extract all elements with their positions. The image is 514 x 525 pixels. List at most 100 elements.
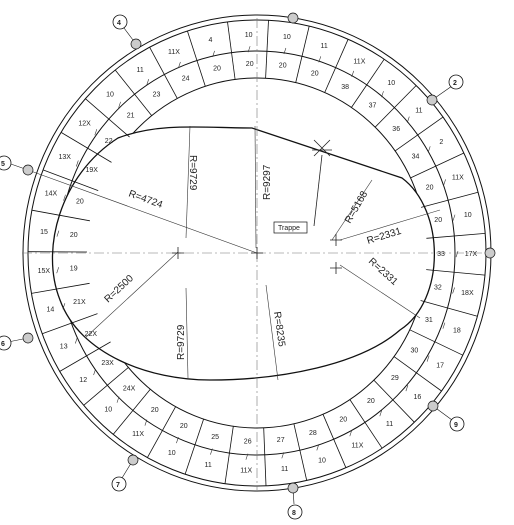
- section-divider: [84, 367, 129, 405]
- section-divider: [296, 26, 310, 83]
- inner-section-label: 32: [434, 285, 442, 292]
- inner-section-label: 20: [339, 417, 347, 424]
- inner-section-label: 27: [277, 437, 285, 444]
- grid-marker-7: 7: [112, 455, 138, 491]
- outer-section-label: 2: [439, 139, 443, 146]
- inner-section-label: 20: [76, 199, 84, 206]
- section-divider: [266, 20, 269, 78]
- outer-section-label: 10: [168, 450, 176, 457]
- inner-section-label: 36: [392, 126, 400, 133]
- section-divider: [395, 117, 443, 151]
- outer-section-label: 11: [321, 43, 328, 50]
- outer-section-label: 15X: [38, 268, 51, 275]
- grid-marker-5: 5: [0, 156, 33, 175]
- svg-text:6: 6: [1, 341, 5, 348]
- outer-section-label: 10: [464, 212, 472, 219]
- outer-section-label: 11X: [351, 442, 363, 449]
- outer-section-label: 10: [283, 34, 291, 41]
- inner-section-label: 30: [411, 348, 419, 355]
- section-divider: [264, 428, 266, 486]
- inner-section-label: 28: [309, 430, 317, 437]
- inner-section-label: 20: [151, 407, 159, 414]
- stair-arrow-mark: [456, 251, 458, 257]
- svg-text:8: 8: [292, 510, 296, 517]
- inner-section-label: 25: [211, 434, 219, 441]
- outer-section-label: 17X: [465, 251, 478, 258]
- outer-section-label: 11: [205, 462, 212, 469]
- outer-section-label: 12: [79, 377, 87, 384]
- stair-arrow-mark: [453, 215, 455, 221]
- outer-section-label: 11X: [353, 58, 365, 65]
- inner-section-label: 38: [341, 84, 349, 91]
- stair-arrow-mark: [117, 397, 119, 403]
- stair-arrow-mark: [443, 323, 445, 329]
- outer-section-label: 16: [414, 394, 422, 401]
- outer-section-label: 11: [281, 466, 288, 473]
- inner-section-label: 22X: [85, 331, 98, 338]
- inner-section-label: 26: [244, 439, 252, 446]
- inner-section-label: 20: [426, 184, 434, 191]
- outer-section-label: 14: [47, 307, 55, 314]
- outer-section-label: 14X: [45, 191, 58, 198]
- inner-section-label: 29: [391, 375, 399, 382]
- section-divider: [394, 357, 442, 391]
- section-divider: [113, 389, 150, 434]
- axis-node-right: [485, 248, 495, 258]
- outer-section-label: 15: [40, 229, 48, 236]
- trappe-label: Trappe: [278, 225, 300, 232]
- inner-section-label: 31: [425, 317, 433, 324]
- inner-section-label: 19: [70, 266, 78, 273]
- section-divider: [115, 70, 152, 116]
- stair-arrow-mark: [75, 338, 77, 344]
- axis-node-top: [288, 13, 298, 23]
- inner-section-label: 33: [437, 251, 445, 258]
- inner-section-label: 20: [434, 217, 442, 224]
- dim-r9729-top: R=9729: [187, 155, 198, 191]
- outer-section-label: 11: [136, 67, 143, 74]
- stair-arrow-mark: [428, 146, 430, 152]
- section-divider: [375, 86, 416, 128]
- stair-arrow-mark: [444, 179, 446, 185]
- grid-marker-6: 6: [0, 333, 33, 350]
- inner-section-label: 20: [279, 63, 287, 70]
- svg-text:9: 9: [454, 422, 458, 429]
- inner-section-label: 22: [105, 138, 113, 145]
- inner-section-label: 23X: [101, 360, 114, 367]
- svg-text:4: 4: [117, 20, 121, 27]
- section-divider: [426, 270, 485, 276]
- inner-section-label: 23: [153, 92, 161, 99]
- stair-arrow-mark: [94, 369, 96, 375]
- svg-text:7: 7: [116, 482, 120, 489]
- outer-section-label: 18X: [461, 290, 474, 297]
- section-divider: [225, 426, 233, 483]
- stair-arrow-mark: [453, 288, 455, 294]
- outer-section-label: 4: [209, 37, 213, 44]
- svg-text:5: 5: [1, 161, 5, 168]
- dim-r9729-bottom: R=9729: [176, 324, 187, 360]
- inner-section-label: 34: [412, 154, 420, 161]
- svg-text:2: 2: [453, 80, 457, 87]
- inner-section-label: 21: [127, 113, 135, 120]
- inner-section-label: 24X: [123, 386, 136, 393]
- grid-marker-2: 2: [427, 75, 463, 105]
- inner-section-label: 20: [180, 423, 188, 430]
- inner-section-label: 20: [246, 61, 254, 68]
- outer-section-label: 11X: [168, 49, 180, 56]
- outer-section-label: 12X: [78, 121, 91, 128]
- outer-section-label: 13X: [58, 154, 71, 161]
- section-divider: [294, 424, 307, 481]
- outer-section-label: 11: [386, 421, 393, 428]
- outer-section-label: 18: [453, 328, 461, 335]
- outer-section-label: 10: [318, 458, 326, 465]
- outer-section-label: 11: [415, 107, 422, 114]
- outer-section-label: 13: [60, 343, 68, 350]
- grid-marker-4: 4: [113, 15, 141, 49]
- stair-arrow-mark: [407, 117, 409, 123]
- inner-section-label: 20: [311, 70, 319, 77]
- section-divider: [426, 233, 485, 238]
- inner-section-label: 19X: [85, 167, 98, 174]
- outer-section-label: 11X: [132, 431, 144, 438]
- inner-section-label: 21X: [73, 299, 86, 306]
